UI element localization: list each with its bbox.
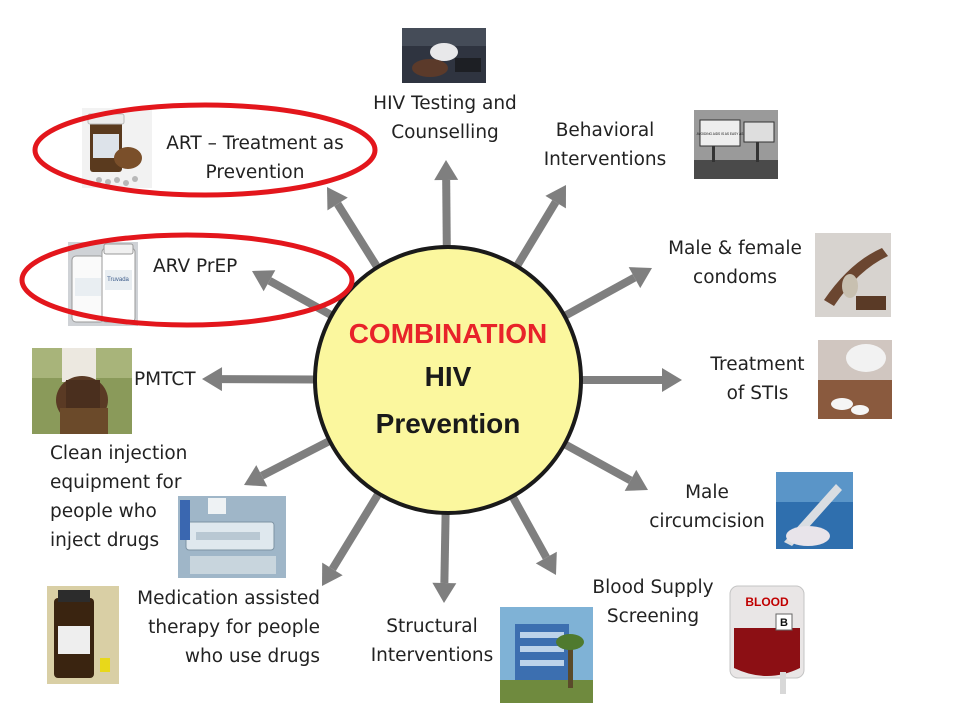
arrow-circumcision-shaft — [560, 439, 633, 484]
label-structural: Structural Interventions — [370, 616, 494, 666]
arrow-prep-shaft — [267, 277, 336, 320]
center-subtitle-prevention: Prevention — [376, 408, 521, 439]
arrow-injection-head — [244, 465, 268, 487]
arrow-injection-shaft — [259, 436, 334, 480]
sti-photo — [818, 340, 892, 419]
arrow-pmtct-head — [202, 367, 223, 392]
label-circumcision: Male circumcision — [649, 482, 765, 532]
label-hiv-testing: HIV Testing and Counselling — [373, 93, 517, 143]
arrow-prep-head — [252, 270, 276, 292]
center-title: COMBINATION — [349, 318, 548, 349]
arrow-blood-head — [535, 551, 557, 575]
art-pills-photo — [82, 108, 152, 188]
spoke-arrows — [202, 160, 682, 603]
arrow-medication-head — [322, 562, 343, 586]
behavioral-photo: AVOIDING AIDS IS AS EASY AS — [694, 110, 778, 179]
label-arv-prep: ARV PrEP — [153, 256, 238, 277]
label-injection: Clean injection equipment for people who… — [50, 443, 188, 551]
structural-photo — [500, 607, 593, 703]
arrow-behavioral-head — [545, 185, 566, 209]
prep-bottles-photo: Truvada — [68, 242, 138, 326]
art-highlight-ring — [32, 102, 378, 198]
label-art: ART – Treatment as Prevention — [166, 133, 344, 183]
arrow-blood-shaft — [507, 492, 550, 560]
arrow-hiv-testing-head — [434, 160, 459, 181]
arrow-behavioral-shaft — [512, 200, 560, 270]
arrow-hiv-testing-shaft — [442, 179, 451, 250]
blood-type-label: B — [780, 617, 788, 629]
center-subtitle-hiv: HIV — [425, 361, 472, 392]
center-circle — [313, 245, 583, 515]
pmtct-photo — [32, 348, 132, 434]
arrow-condoms-head — [628, 267, 652, 289]
hiv-testing-photo — [402, 28, 486, 83]
label-sti: Treatment of STIs — [710, 354, 805, 404]
arrow-condoms-shaft — [560, 274, 637, 321]
label-condoms: Male & female condoms — [668, 238, 802, 288]
condoms-photo — [815, 233, 891, 317]
billboard-text: AVOIDING AIDS IS AS EASY AS — [697, 132, 744, 136]
arrow-medication-shaft — [329, 489, 384, 572]
injection-photo — [178, 496, 286, 578]
arrow-art-shaft — [334, 201, 382, 272]
blood-bag-label: BLOOD — [745, 595, 789, 609]
label-behavioral: Behavioral Interventions — [543, 120, 667, 170]
label-pmtct: PMTCT — [134, 369, 196, 390]
medication-photo — [47, 586, 119, 684]
arrow-circumcision-head — [624, 469, 648, 491]
label-medication: Medication assisted therapy for people w… — [137, 588, 320, 667]
circumcision-photo — [776, 472, 853, 549]
prep-highlight-ring — [19, 232, 355, 328]
arrow-sti-head — [662, 368, 682, 392]
prep-bottle-label: Truvada — [107, 277, 129, 283]
arrow-structural-head — [432, 582, 457, 603]
arrow-art-head — [327, 187, 348, 211]
blood-bag-photo: BLOOD B — [713, 580, 848, 708]
label-blood-supply: Blood Supply Screening — [592, 577, 714, 627]
arrow-structural-shaft — [440, 510, 450, 584]
